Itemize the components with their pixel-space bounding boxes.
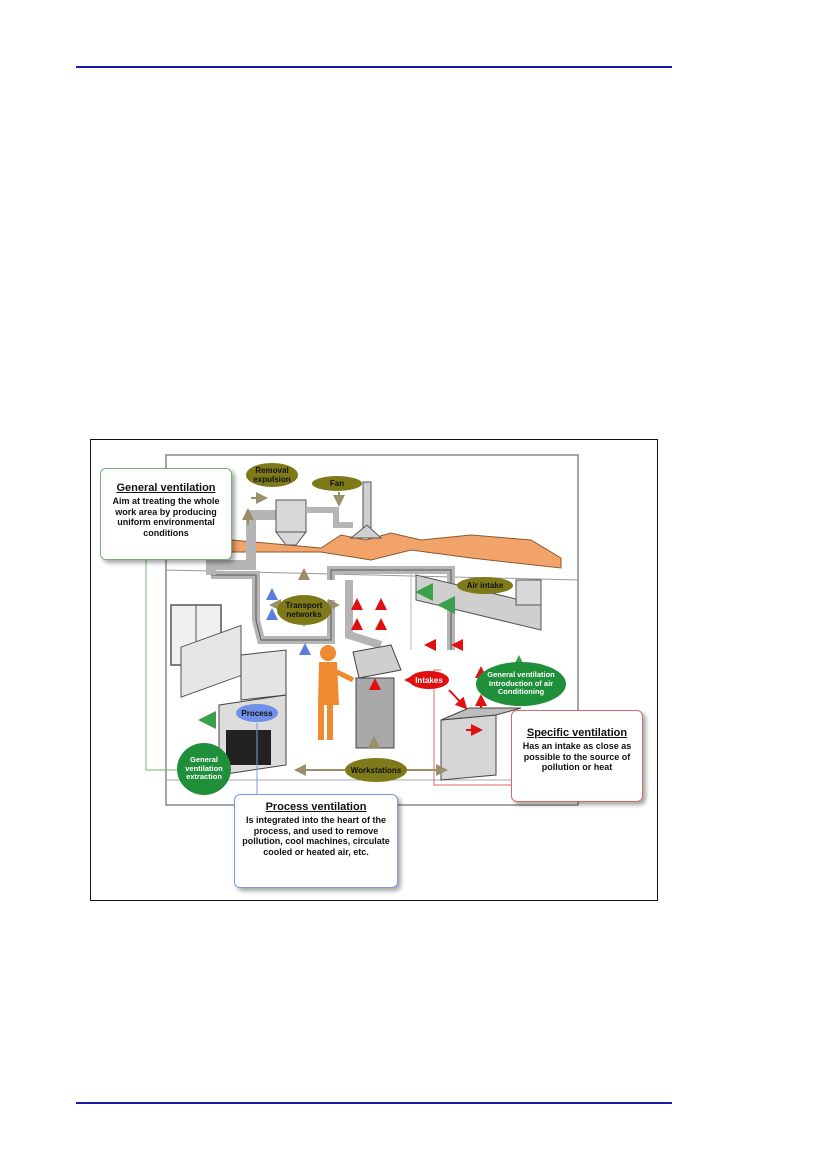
- process-ventilation-callout: Process ventilation Is integrated into t…: [234, 794, 398, 888]
- worker-body: [318, 662, 339, 740]
- general-ventilation-introduction-label: General ventilation Introduction of air …: [476, 662, 566, 706]
- machine-screen: [226, 730, 271, 765]
- air-intake-label: Air intake: [457, 577, 513, 594]
- worker-head: [320, 645, 336, 661]
- process-ventilation-title: Process ventilation: [265, 801, 367, 813]
- specific-ventilation-text: Has an intake as close as possible to th…: [522, 741, 632, 772]
- general-link: [145, 560, 179, 771]
- footer-rule: [76, 1102, 672, 1104]
- header-rule: [76, 66, 672, 68]
- general-ventilation-callout: General ventilation Aim at treating the …: [100, 468, 232, 560]
- room-illustration: [145, 454, 579, 806]
- duct-down: [345, 580, 383, 649]
- specific-ventilation-callout: Specific ventilation Has an intake as cl…: [511, 710, 643, 802]
- fan-label: Fan: [312, 476, 362, 491]
- specific-ventilation-title: Specific ventilation: [526, 727, 628, 739]
- radiator: [180, 624, 242, 698]
- general-ventilation-text: Aim at treating the whole work area by p…: [112, 496, 220, 538]
- general-ventilation-title: General ventilation: [116, 482, 216, 494]
- hood: [352, 644, 402, 679]
- intakes-label: Intakes: [409, 671, 449, 689]
- general-ventilation-extraction-label: General ventilation extraction: [177, 743, 231, 795]
- removal-expulsion-label: Removal expulsion: [246, 463, 298, 487]
- workstations-label: Workstations: [345, 758, 407, 782]
- tank: [440, 714, 497, 781]
- specific-link: [433, 669, 511, 786]
- transport-networks-label: Transport networks: [277, 595, 331, 625]
- process-ventilation-text: Is integrated into the heart of the proc…: [242, 815, 390, 857]
- process-label: Process: [236, 704, 278, 722]
- ventilation-diagram: General ventilation Aim at treating the …: [90, 439, 658, 901]
- cyclone: [275, 499, 307, 533]
- main-duct: [206, 510, 281, 575]
